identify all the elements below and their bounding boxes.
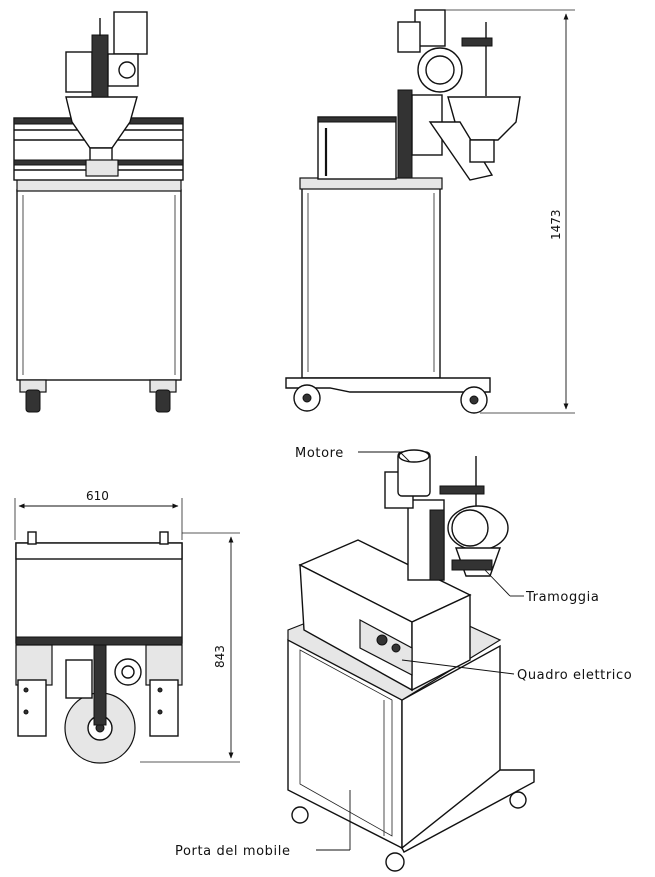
- label-hopper: Tramoggia: [525, 590, 599, 605]
- side-view: 1473: [285, 9, 575, 414]
- dimension-height: 1473: [549, 209, 563, 240]
- top-view: 610 843: [14, 489, 240, 764]
- dimension-depth: 843: [213, 645, 227, 668]
- dimension-width: 610: [86, 489, 109, 503]
- label-control-panel: Quadro elettrico: [517, 668, 632, 683]
- front-view: [13, 11, 184, 413]
- isometric-view: Motore Tramoggia Quadro elettrico Porta …: [175, 446, 632, 872]
- label-cabinet-door: Porta del mobile: [175, 844, 291, 859]
- label-motor: Motore: [295, 446, 344, 461]
